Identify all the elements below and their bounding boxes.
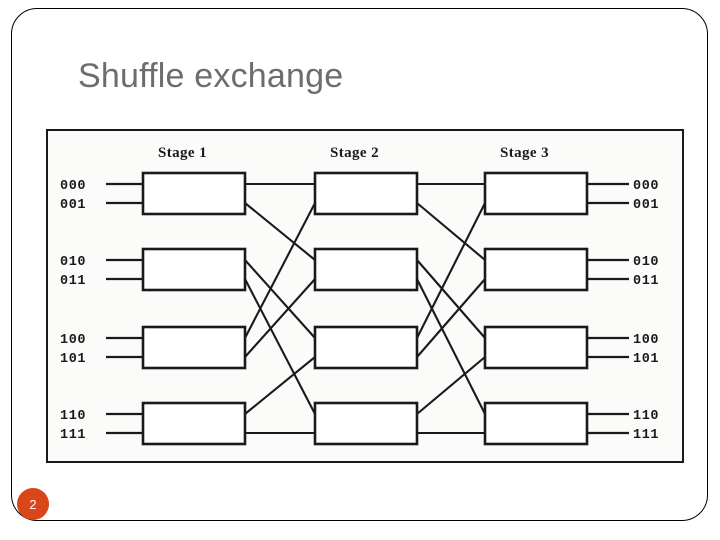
stage-heading-2: Stage 2 (330, 145, 379, 161)
switch-box-s2-r2 (313, 247, 419, 292)
switch-box-s1-r3 (141, 325, 247, 370)
switch-box-s2-r1 (313, 171, 419, 216)
diagram-canvas: Stage 1 Stage 2 Stage 3 000 001 010 011 100 101… (60, 145, 659, 446)
switch-box-s2-r4 (313, 401, 419, 446)
link-s1-110-to-101 (244, 356, 316, 415)
output-label-101: 101 (633, 352, 659, 367)
link-s1-001-to-010 (244, 202, 316, 261)
input-label-100: 100 (60, 333, 86, 348)
output-label-111: 111 (633, 428, 659, 443)
link-s1-101-to-011 (244, 278, 316, 358)
input-label-110: 110 (60, 409, 86, 424)
input-label-101: 101 (60, 352, 86, 367)
input-label-111: 111 (60, 428, 86, 443)
switch-box-s1-r4 (141, 401, 247, 446)
input-label-011: 011 (60, 274, 86, 289)
switch-boxes-group (141, 171, 589, 446)
link-s2-100-to-001 (416, 202, 486, 339)
stage-heading-3: Stage 3 (500, 145, 549, 161)
output-label-011: 011 (633, 274, 659, 289)
output-label-010: 010 (633, 255, 659, 270)
switch-box-s2-r3 (313, 325, 419, 370)
switch-box-s3-r1 (483, 171, 589, 216)
wires-group (106, 182, 629, 435)
link-s2-101-to-011 (416, 278, 486, 358)
link-s2-001-to-010 (416, 202, 486, 261)
output-labels-group: 000 001 010 011 100 101 110 111 (633, 179, 659, 443)
switch-box-s1-r2 (141, 247, 247, 292)
switch-box-s3-r4 (483, 401, 589, 446)
link-s2-110-to-101 (416, 356, 486, 415)
input-label-000: 000 (60, 179, 86, 194)
page-title: Shuffle exchange (78, 57, 344, 95)
input-labels-group: 000 001 010 011 100 101 110 111 (60, 179, 86, 443)
output-label-001: 001 (633, 198, 659, 213)
switch-box-s1-r1 (141, 171, 247, 216)
switch-box-s3-r3 (483, 325, 589, 370)
output-label-110: 110 (633, 409, 659, 424)
switch-box-s3-r2 (483, 247, 589, 292)
link-s2-010-to-100 (416, 259, 486, 339)
link-s1-011-to-110 (244, 278, 316, 415)
shuffle-exchange-diagram: Stage 1 Stage 2 Stage 3 000 001 010 011 100 101… (46, 129, 684, 463)
output-label-100: 100 (633, 333, 659, 348)
input-label-010: 010 (60, 255, 86, 270)
stage-headings-group: Stage 1 Stage 2 Stage 3 (158, 145, 549, 161)
input-label-001: 001 (60, 198, 86, 213)
stage-heading-1: Stage 1 (158, 145, 207, 161)
link-s1-100-to-001 (244, 202, 316, 339)
link-s1-010-to-100 (244, 259, 316, 339)
output-label-000: 000 (633, 179, 659, 194)
page-number-badge: 2 (17, 488, 49, 520)
link-s2-011-to-110 (416, 278, 486, 415)
